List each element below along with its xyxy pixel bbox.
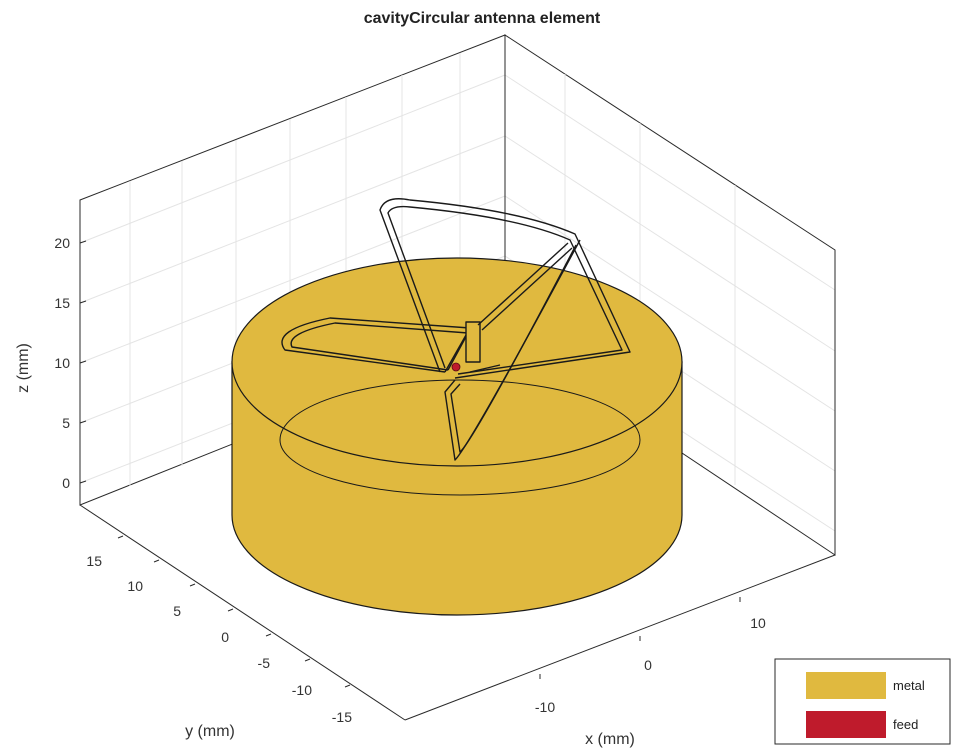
y-tick-label: -10	[292, 682, 312, 698]
x-axis-label: x (mm)	[585, 731, 635, 748]
legend-swatch-feed	[806, 711, 886, 738]
y-tick-label: -5	[258, 655, 271, 671]
z-tick-label: 10	[54, 355, 70, 371]
x-tick-label: -10	[535, 699, 555, 715]
axis-edges	[79, 35, 836, 721]
z-tick-label: 0	[62, 475, 70, 491]
y-axis: 15 10 5 0 -5 -10 -15 y (mm)	[86, 535, 352, 740]
legend-label-feed: feed	[893, 717, 918, 732]
y-tick-label: 0	[221, 629, 229, 645]
antenna-element	[281, 198, 631, 461]
figure-title: cavityCircular antenna element	[364, 10, 601, 27]
y-tick-label: 5	[173, 603, 181, 619]
cavity-cylinder	[231, 257, 683, 616]
y-axis-label: y (mm)	[185, 723, 235, 740]
y-tick-label: -15	[332, 709, 352, 725]
z-axis: 20 15 10 5 0 z (mm)	[15, 235, 87, 491]
y-tick-label: 15	[86, 553, 102, 569]
x-axis: -10 0 10 x (mm)	[535, 597, 766, 748]
feed-point	[451, 362, 461, 372]
z-tick-label: 20	[54, 235, 70, 251]
z-axis-label: z (mm)	[15, 343, 32, 393]
z-tick-label: 15	[54, 295, 70, 311]
y-tick-label: 10	[127, 578, 143, 594]
x-tick-label: 10	[750, 615, 766, 631]
x-tick-label: 0	[644, 657, 652, 673]
legend-swatch-metal	[806, 672, 886, 699]
legend-label-metal: metal	[893, 678, 925, 693]
z-tick-label: 5	[62, 415, 70, 431]
legend[interactable]: metal feed	[774, 658, 951, 745]
